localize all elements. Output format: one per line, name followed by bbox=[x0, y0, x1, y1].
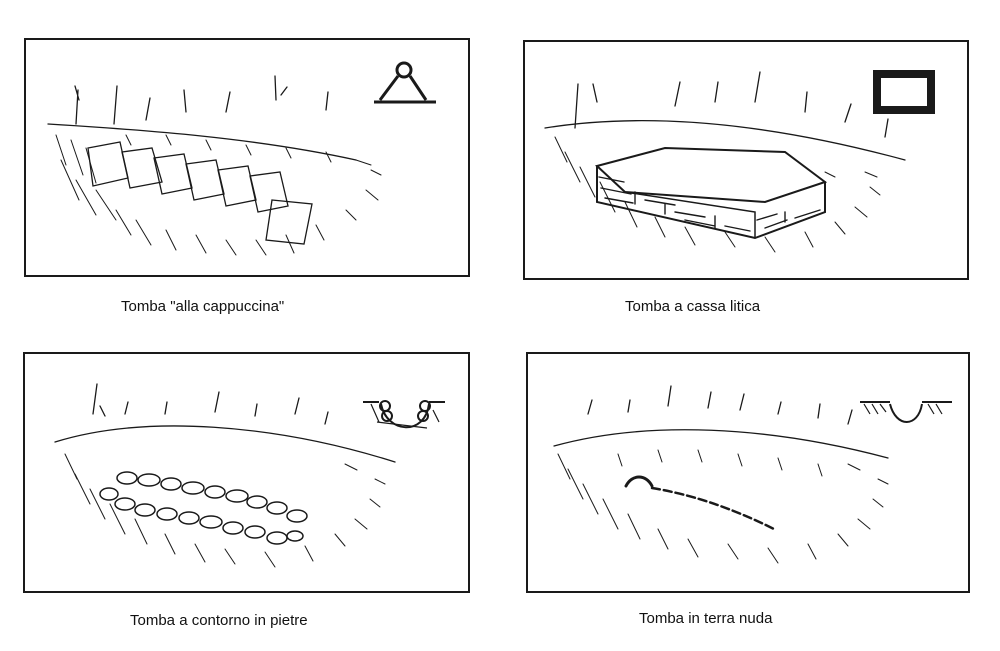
caption-contorno-pietre: Tomba a contorno in pietre bbox=[130, 612, 308, 629]
panel-cassa-litica-drawing bbox=[523, 40, 969, 280]
stone-ring-section-icon bbox=[363, 400, 445, 429]
panel-contorno-pietre-drawing bbox=[23, 352, 470, 593]
bare-pit-section-icon bbox=[860, 401, 952, 423]
cappuccina-illustration bbox=[47, 61, 436, 256]
caption-terra-nuda: Tomba in terra nuda bbox=[639, 610, 773, 627]
terra-nuda-illustration bbox=[553, 385, 952, 564]
panel-terra-nuda-drawing bbox=[526, 352, 970, 593]
contorno-pietre-illustration bbox=[54, 383, 445, 568]
panel-cappuccina-drawing bbox=[24, 38, 470, 277]
tent-section-icon bbox=[374, 61, 436, 104]
caption-cappuccina: Tomba "alla cappuccina" bbox=[121, 298, 285, 315]
caption-cassa-litica: Tomba a cassa litica bbox=[625, 298, 761, 315]
box-section-icon bbox=[873, 70, 935, 114]
cassa-litica-illustration bbox=[544, 70, 935, 253]
